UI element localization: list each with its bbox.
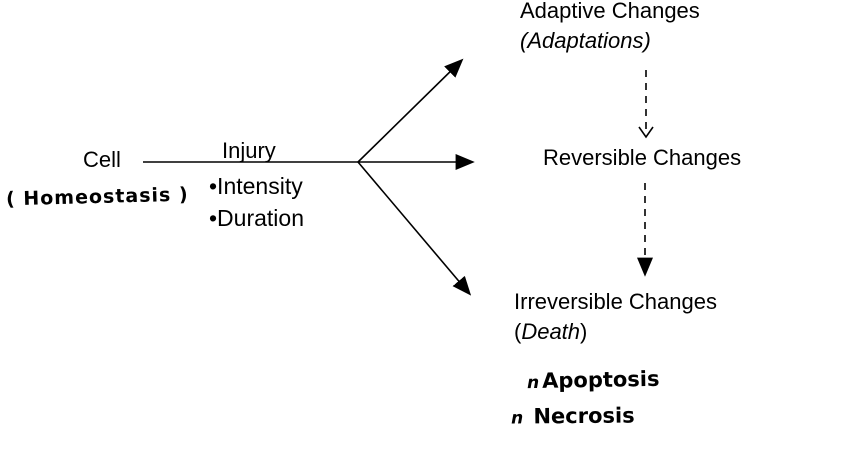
- adaptive-changes-line2: (Adaptations): [520, 28, 651, 53]
- necrosis-handwritten-annotation: n Necrosis: [511, 403, 635, 428]
- reversible-changes-label: Reversible Changes: [543, 145, 742, 170]
- arrow-to-irreversible: [357, 161, 472, 296]
- death-word: Death: [521, 319, 581, 344]
- cell-label: Cell: [83, 147, 121, 172]
- death-paren-open: (: [514, 319, 522, 344]
- injury-bullet-intensity: •Intensity: [209, 173, 303, 199]
- adaptive-changes-block: Adaptive Changes (Adaptations): [520, 0, 700, 56]
- adaptive-changes-line1: Adaptive Changes: [520, 0, 700, 23]
- necrosis-tick-mark: n: [510, 408, 524, 429]
- injury-bullet-duration: •Duration: [209, 205, 304, 231]
- injury-label: Injury: [222, 138, 276, 163]
- apoptosis-tick-mark: n: [526, 372, 540, 394]
- necrosis-label: Necrosis: [533, 403, 635, 429]
- death-paren-close: ): [580, 319, 588, 344]
- apoptosis-label: Apoptosis: [541, 366, 660, 393]
- irreversible-changes-line2: (Death): [514, 317, 717, 347]
- irreversible-changes-block: Irreversible Changes (Death): [514, 287, 717, 347]
- irreversible-changes-line1: Irreversible Changes: [514, 289, 717, 314]
- arrow-to-adaptive: [357, 58, 464, 163]
- open-arrowhead: [638, 126, 654, 139]
